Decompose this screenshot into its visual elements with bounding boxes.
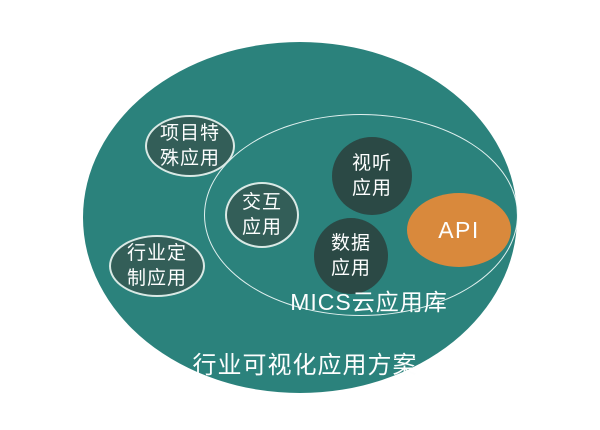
node-project-special-apps: 项目特 殊应用 xyxy=(145,115,235,177)
node-interactive-apps: 交互 应用 xyxy=(225,182,299,248)
node-audio-visual-apps: 视听 应用 xyxy=(332,137,412,215)
node-data-apps: 数据 应用 xyxy=(314,218,388,294)
inner-ellipse-mics-cloud-library xyxy=(204,114,518,316)
node-industry-custom-apps: 行业定 制应用 xyxy=(109,235,205,297)
node-audio-visual-apps-label-line1: 视听 xyxy=(351,153,392,174)
outer-circle-label: 行业可视化应用方案 xyxy=(192,352,418,379)
node-interactive-apps-label-line1: 交互 xyxy=(241,192,282,213)
inner-ellipse-label: MICS云应用库 xyxy=(290,289,448,315)
node-project-special-apps-label-line2: 殊应用 xyxy=(159,148,220,169)
node-industry-custom-apps-label-line1: 行业定 xyxy=(126,243,187,264)
node-project-special-apps-label-line1: 项目特 xyxy=(159,123,220,144)
node-audio-visual-apps-label-line2: 应用 xyxy=(351,178,392,199)
node-interactive-apps-label-line2: 应用 xyxy=(241,217,282,238)
node-api-label: API xyxy=(438,216,480,243)
node-api: API xyxy=(407,193,511,267)
node-industry-custom-apps-label-line2: 制应用 xyxy=(126,268,187,289)
node-data-apps-label-line2: 应用 xyxy=(330,258,371,279)
node-data-apps-label-line1: 数据 xyxy=(330,233,371,254)
